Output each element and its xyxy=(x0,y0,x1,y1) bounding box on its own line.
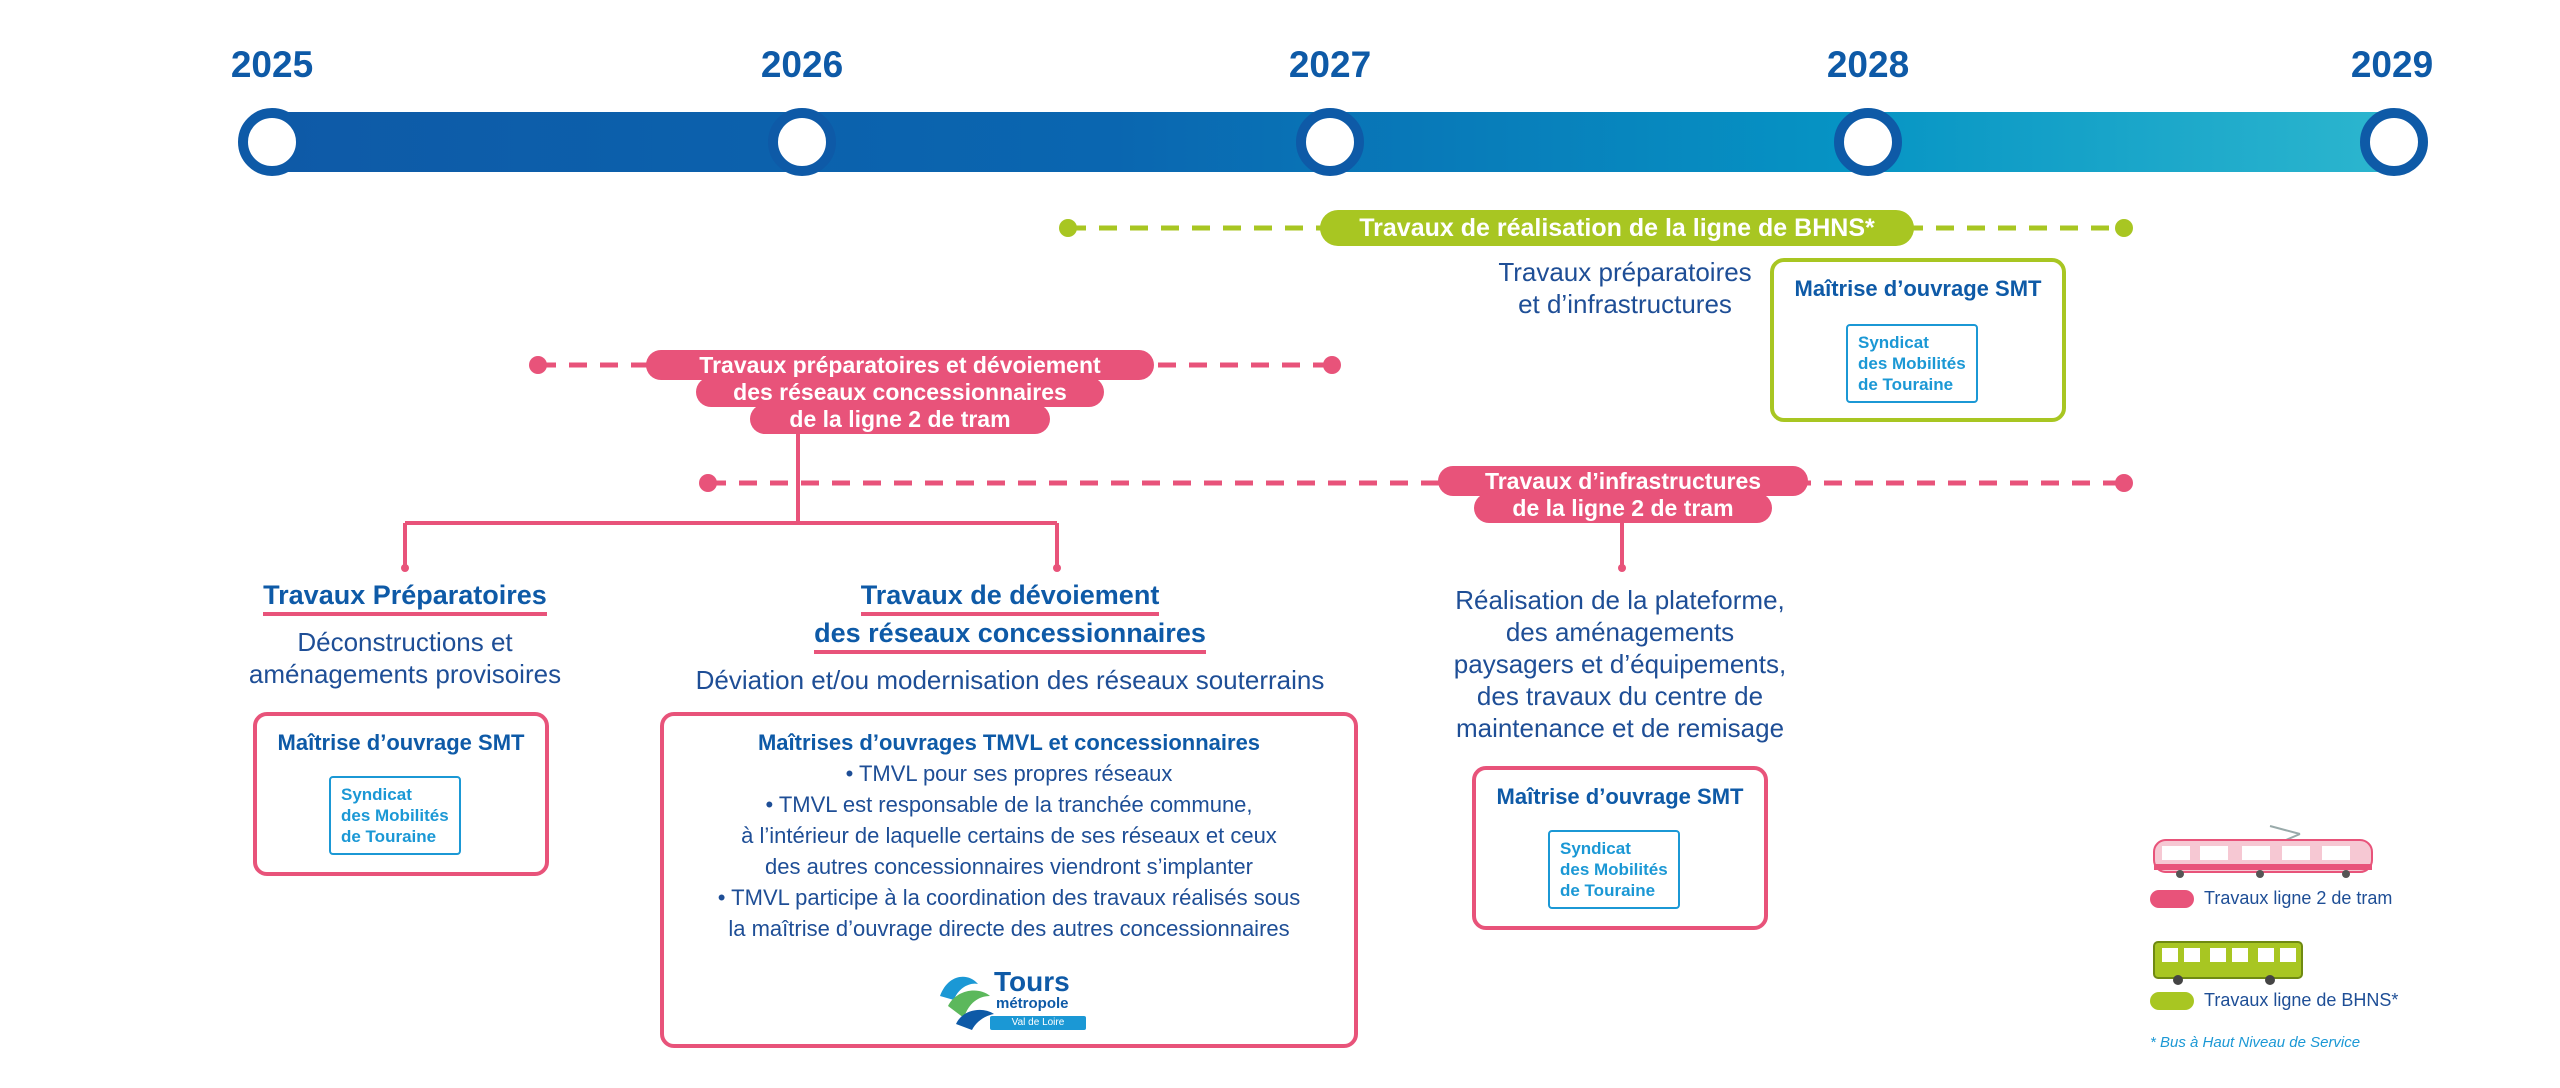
bhns-phase-label: Travaux de réalisation de la ligne de BH… xyxy=(1320,210,1914,246)
bhns-owner-box: Maîtrise d’ouvrage SMT Syndicat des Mobi… xyxy=(1770,258,2066,422)
logo-line: des Mobilités xyxy=(1858,354,1966,373)
legend-bhns-swatch xyxy=(2150,992,2194,1010)
preparatory-desc: Déconstructions et aménagements provisoi… xyxy=(205,626,605,690)
owner-box-line: à l’intérieur de laquelle certains de se… xyxy=(741,823,1277,848)
diversion-desc: Déviation et/ou modernisation des réseau… xyxy=(695,665,1325,695)
legend-tram-swatch xyxy=(2150,890,2194,908)
logo-line: de Touraine xyxy=(341,827,437,846)
smt-logo: Syndicat des Mobilités de Touraine xyxy=(1548,830,1680,909)
infra-phase-label: Travaux d’infrastructures de la ligne 2 … xyxy=(1438,466,1808,524)
timeline-node xyxy=(238,108,306,176)
title-line: des réseaux concessionnaires xyxy=(814,616,1206,654)
diversion-title: Travaux de dévoiement des réseaux conces… xyxy=(760,578,1260,654)
logo-line: des Mobilités xyxy=(1560,860,1668,879)
timeline-node xyxy=(1296,108,1364,176)
title-line: Travaux de dévoiement xyxy=(860,578,1160,616)
owner-box-line: • TMVL pour ses propres réseaux xyxy=(845,761,1173,786)
bhns-end-dot xyxy=(2115,219,2133,237)
tours-logo-mark xyxy=(940,976,994,1030)
desc-line: Réalisation de la plateforme, xyxy=(1455,585,1785,615)
pill-line: de la ligne 2 de tram xyxy=(1474,493,1772,523)
legend-bhns-label: Travaux ligne de BHNS* xyxy=(2204,990,2399,1010)
owner-box-title: Maîtrise d’ouvrage SMT xyxy=(277,730,525,755)
logo-line: Syndicat xyxy=(1560,839,1631,858)
bhns-phase-desc: Travaux préparatoires et d’infrastructur… xyxy=(1400,256,1850,320)
diversion-owner-box: Maîtrises d’ouvrages TMVL et concessionn… xyxy=(660,712,1358,1048)
logo-line: Syndicat xyxy=(1858,333,1929,352)
year-label: 2029 xyxy=(2350,44,2434,85)
owner-box-line: • TMVL participe à la coordination des t… xyxy=(717,885,1301,910)
timeline-node xyxy=(1834,108,1902,176)
connector-dot xyxy=(1053,564,1061,572)
prep-end-dot xyxy=(1323,356,1341,374)
legend-tram-label: Travaux ligne 2 de tram xyxy=(2204,888,2393,908)
infra-start-dot xyxy=(699,474,717,492)
logo-line: de Touraine xyxy=(1560,881,1656,900)
smt-logo: Syndicat des Mobilités de Touraine xyxy=(329,776,461,855)
smt-logo: Syndicat des Mobilités de Touraine xyxy=(1846,324,1978,403)
preparatory-title: Travaux Préparatoires xyxy=(205,578,605,616)
owner-box-line: la maîtrise d’ouvrage directe des autres… xyxy=(728,916,1290,941)
desc-line: Travaux préparatoires xyxy=(1498,257,1752,287)
preparatory-owner-box: Maîtrise d’ouvrage SMT Syndicat des Mobi… xyxy=(253,712,549,876)
owner-box-title: Maîtrises d’ouvrages TMVL et concessionn… xyxy=(757,730,1261,755)
timeline-node xyxy=(768,108,836,176)
bhns-start-dot xyxy=(1059,219,1077,237)
infra-owner-box: Maîtrise d’ouvrage SMT Syndicat des Mobi… xyxy=(1472,766,1768,930)
year-label: 2026 xyxy=(760,44,844,85)
owner-box-title: Maîtrise d’ouvrage SMT xyxy=(1496,784,1744,809)
infra-desc: Réalisation de la plateforme, des aménag… xyxy=(1400,584,1840,744)
pill-line: Travaux d’infrastructures xyxy=(1438,466,1808,496)
connector-dot xyxy=(1618,564,1626,572)
desc-line: et d’infrastructures xyxy=(1518,289,1732,319)
pill-line: de la ligne 2 de tram xyxy=(750,404,1050,434)
owner-box-title: Maîtrise d’ouvrage SMT xyxy=(1794,276,2042,301)
timeline-node xyxy=(2360,108,2428,176)
logo-band: Val de Loire xyxy=(990,1016,1086,1030)
logo-line: de Touraine xyxy=(1858,375,1954,394)
logo-main: Tours xyxy=(994,966,1070,997)
year-label: 2027 xyxy=(1288,44,1372,85)
legend-footnote: * Bus à Haut Niveau de Service xyxy=(2150,1034,2361,1051)
title-line: Travaux Préparatoires xyxy=(263,578,547,616)
desc-line: des aménagements xyxy=(1505,617,1735,647)
year-label: 2025 xyxy=(230,44,314,85)
prep-phase-label: Travaux préparatoires et dévoiement des … xyxy=(640,350,1160,434)
infra-end-dot xyxy=(2115,474,2133,492)
logo-line: Syndicat xyxy=(341,785,412,804)
desc-line: des travaux du centre de xyxy=(1476,681,1764,711)
pill-line: des réseaux concessionnaires xyxy=(696,377,1104,407)
logo-sub: métropole xyxy=(996,995,1069,1012)
owner-box-line: des autres concessionnaires viendront s’… xyxy=(765,854,1253,879)
prep-start-dot xyxy=(529,356,547,374)
desc-line: Déconstructions et xyxy=(297,627,513,657)
tours-metropole-logo: Tours métropole Val de Loire xyxy=(934,966,1094,1036)
desc-line: maintenance et de remisage xyxy=(1455,713,1785,743)
pill-line: Travaux préparatoires et dévoiement xyxy=(646,350,1154,380)
logo-line: des Mobilités xyxy=(341,806,449,825)
year-label: 2028 xyxy=(1826,44,1910,85)
desc-line: paysagers et d’équipements, xyxy=(1453,649,1787,679)
bus-icon xyxy=(2153,941,2303,985)
tram-icon xyxy=(2153,825,2373,878)
connector-dot xyxy=(401,564,409,572)
owner-box-line: • TMVL est responsable de la tranchée co… xyxy=(765,792,1253,817)
desc-line: aménagements provisoires xyxy=(248,659,562,689)
